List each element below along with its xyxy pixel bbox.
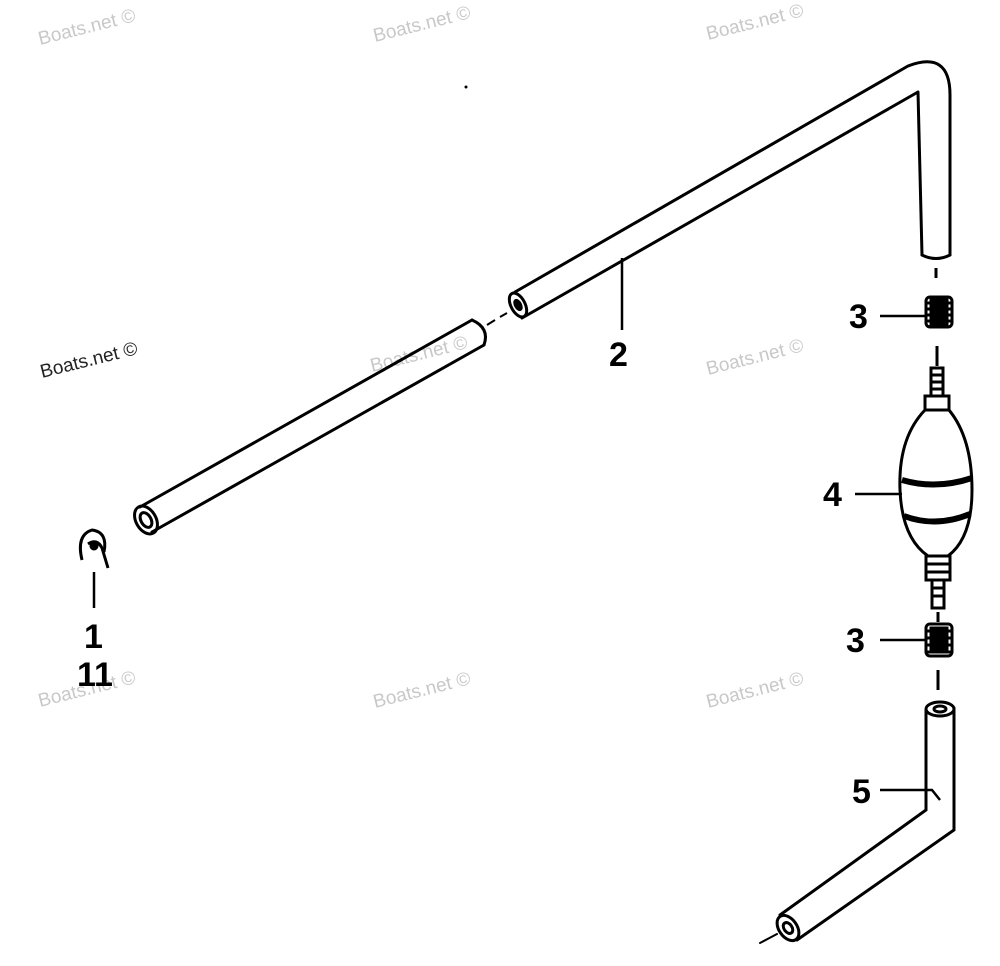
leader-lines <box>620 258 941 801</box>
callout-part-2: 2 <box>609 336 628 374</box>
watermark-group: Boats.net © Boats.net © Boats.net © Boat… <box>36 0 806 712</box>
fuel-hose-upper <box>507 60 952 320</box>
watermark: Boats.net © <box>371 2 473 46</box>
hose-fitting-lower <box>924 622 954 658</box>
alignment-centerline <box>934 268 940 690</box>
callout-labels: 1 11 2 3 4 3 5 <box>77 298 871 811</box>
callout-part-3-upper: 3 <box>849 298 868 336</box>
callout-part-11: 11 <box>77 656 113 694</box>
callout-part-5: 5 <box>852 773 871 811</box>
hose-break-dash <box>486 312 508 326</box>
callout-part-1: 1 <box>84 618 103 656</box>
watermark: Boats.net © <box>36 5 138 49</box>
watermark: Boats.net © <box>704 668 806 712</box>
watermark: Boats.net © <box>38 338 140 382</box>
watermark: Boats.net © <box>704 0 806 44</box>
callout-part-3-lower: 3 <box>846 622 865 660</box>
fuel-hose-short <box>759 700 956 944</box>
watermark: Boats.net © <box>704 335 806 379</box>
hose-clamp <box>78 528 110 608</box>
fuel-hose-lower <box>133 318 487 536</box>
hose-fitting-upper <box>924 295 954 329</box>
primer-bulb <box>898 366 974 610</box>
stray-dot <box>464 85 468 89</box>
callout-part-4: 4 <box>823 476 842 514</box>
watermark: Boats.net © <box>371 668 473 712</box>
